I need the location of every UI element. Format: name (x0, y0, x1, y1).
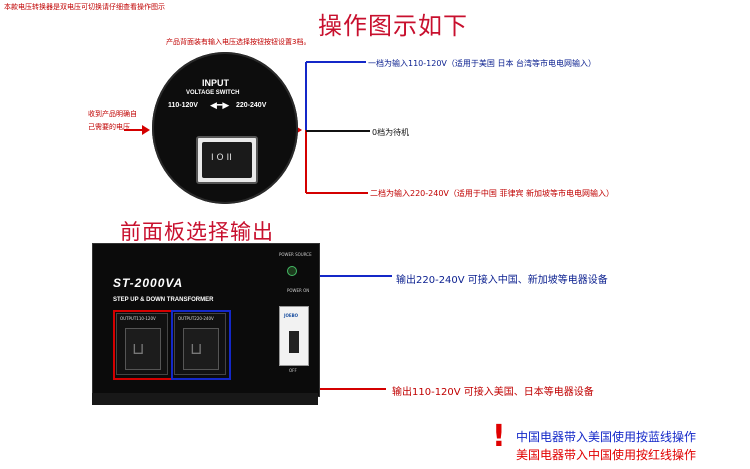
top-note: 本款电压转换器是双电压可切换请仔细查看操作图示 (4, 3, 165, 11)
outlet-low-highlight: OUTPUT110-120V ⊔ (113, 310, 173, 380)
annotation-position-0: 0档为待机 (372, 128, 410, 137)
rocker-switch[interactable]: I O II (196, 136, 258, 184)
switch-range-low: 110-120V (168, 102, 198, 109)
brand-sub-label: STEP UP & DOWN TRANSFORMER (113, 297, 214, 303)
front-panel-title: 前面板选择输出 (120, 220, 274, 244)
rocker-position-labels: I O II (211, 153, 232, 163)
left-red-arrow-head (142, 125, 150, 135)
power-source-label: POWER SOURCE (279, 252, 312, 257)
power-on-label: POWER ON (287, 288, 310, 293)
brand-label: ST-2000VA (113, 276, 184, 290)
voltage-switch-panel: INPUT VOLTAGE SWITCH 110-120V ◀━▶ 220-24… (152, 52, 298, 204)
outlet-220-240v[interactable]: OUTPUT220-240V ⊔ (174, 313, 226, 375)
main-title: 操作图示如下 (318, 12, 468, 40)
rocker-face: I O II (202, 142, 252, 178)
back-panel-note: 产品背面装有输入电压选择按钮按钮设置3档。 (166, 38, 311, 46)
receive-note: 收到产品明确自己需要的电压 (88, 110, 137, 131)
annotation-output-high: 输出220-240V 可接入中国、新加坡等电器设备 (396, 275, 608, 286)
socket-high: ⊔ (183, 328, 219, 370)
annotation-output-low: 输出110-120V 可接入美国、日本等电器设备 (392, 387, 594, 398)
transformer-front-panel: ST-2000VA STEP UP & DOWN TRANSFORMER POW… (92, 243, 320, 397)
power-led-icon (287, 266, 297, 276)
socket-low: ⊔ (125, 328, 161, 370)
off-label: OFF (289, 368, 297, 373)
annotation-position-2: 二档为输入220-240V（适用于中国 菲律宾 新加坡等市电电网输入） (370, 189, 614, 198)
switch-range-high: 220-240V (236, 102, 267, 109)
warning-red-line: 美国电器带入中国使用按红线操作 (516, 448, 697, 462)
outlet-high-highlight: OUTPUT220-240V ⊔ (171, 310, 231, 380)
outlet-high-label: OUTPUT220-240V (178, 316, 214, 321)
switch-title: INPUT (202, 78, 229, 88)
annotation-position-1: 一档为输入110-120V（适用于美国 日本 台湾等市电电网输入） (368, 59, 596, 68)
socket-icon: ⊔ (190, 339, 203, 358)
power-breaker-switch[interactable]: JOEBO (279, 306, 309, 366)
outlet-low-label: OUTPUT110-120V (120, 316, 156, 321)
warning-icon: ! (492, 419, 506, 454)
outlet-110-120v[interactable]: OUTPUT110-120V ⊔ (116, 313, 168, 375)
double-arrow-icon: ◀━▶ (210, 100, 230, 110)
breaker-brand: JOEBO (284, 313, 299, 318)
device-base (92, 393, 318, 405)
switch-subtitle: VOLTAGE SWITCH (186, 90, 240, 96)
socket-icon: ⊔ (132, 339, 145, 358)
breaker-lever-icon (289, 331, 299, 353)
warning-blue-line: 中国电器带入美国使用按蓝线操作 (516, 430, 697, 444)
